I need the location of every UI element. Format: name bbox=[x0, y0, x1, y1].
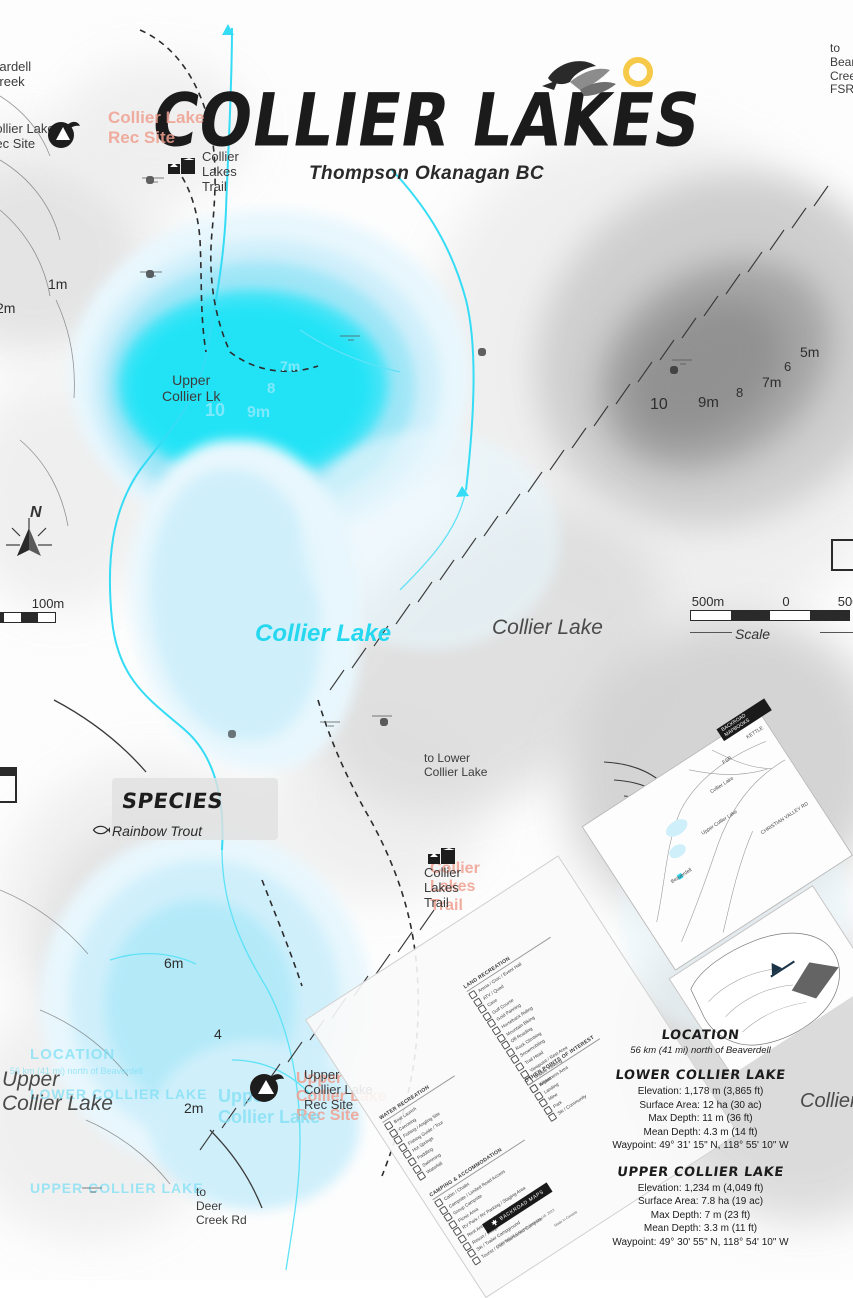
marker-icon[interactable] bbox=[146, 176, 154, 184]
info-location-text: 56 km (41 mi) north of Beaverdell bbox=[630, 1045, 771, 1056]
compass-north-label: N bbox=[30, 504, 42, 521]
scale-bar-left: 0m 100m bbox=[0, 596, 64, 623]
flow-arrow-icon bbox=[222, 24, 234, 35]
depth-label-gs-9m: 9m bbox=[698, 394, 719, 411]
depth-label-9m: 9m bbox=[247, 404, 271, 421]
info-lower-max-depth: Max Depth: 11 m (36 ft) bbox=[648, 1113, 753, 1124]
scale-tick-500m-right: 500m bbox=[837, 594, 853, 609]
scale-tick-100m: 100m bbox=[31, 596, 65, 611]
scale-label: Scale bbox=[735, 626, 771, 642]
ghost-info-upper-heading: UPPER COLLIER LAKE bbox=[30, 1180, 204, 1196]
inset-locator-map[interactable]: Collier Lake Upper Collier Lake Beaverde… bbox=[551, 697, 853, 1086]
info-lower-waypoint: Waypoint: 49° 31' 15" N, 118° 55' 10" W bbox=[612, 1140, 789, 1151]
scale-tick-0: 0 bbox=[782, 594, 790, 609]
info-upper-surface-area: Surface Area: 7.8 ha (19 ac) bbox=[637, 1196, 764, 1207]
depth-label-7m: 7m bbox=[280, 358, 301, 374]
depth-label-left-2m: 2m bbox=[0, 300, 16, 316]
info-lower-elevation: Elevation: 1,178 m (3,865 ft) bbox=[637, 1086, 764, 1097]
inset-province-vectors bbox=[669, 886, 853, 1080]
species-item-rainbow-trout: Rainbow Trout bbox=[112, 823, 203, 839]
depth-label-10: 10 bbox=[205, 400, 226, 420]
marker-icon[interactable] bbox=[228, 730, 236, 738]
label-collier-lake-dark: Collier Lake bbox=[492, 616, 603, 639]
depth-label-low-6m: 6m bbox=[164, 955, 184, 971]
ghost-info-lower-heading: LOWER COLLIER LAKE bbox=[30, 1086, 208, 1102]
depth-label-low-2m: 2m bbox=[184, 1100, 204, 1116]
label-upper-collier-lk: Upper Collier Lk bbox=[162, 372, 221, 405]
fish-icon bbox=[92, 825, 110, 835]
info-upper-waypoint: Waypoint: 49° 30' 55" N, 118° 54' 10" W bbox=[612, 1236, 789, 1248]
inset-detail-frame: Collier Lake Upper Collier Lake Beaverde… bbox=[581, 711, 853, 971]
scale-tick-500m-left: 500m bbox=[691, 594, 725, 609]
species-panel bbox=[112, 778, 278, 840]
info-upper-mean-depth: Mean Depth: 3.3 m (11 ft) bbox=[643, 1223, 758, 1234]
depth-label-gs-6: 6 bbox=[784, 359, 792, 374]
label-collier-lake-cyan: Collier Lake bbox=[255, 620, 392, 647]
ghost-info-location-heading: LOCATION bbox=[30, 1046, 116, 1063]
depth-label-gs-7m: 7m bbox=[762, 374, 782, 390]
marker-icon[interactable] bbox=[146, 270, 154, 278]
depth-label-gs-10: 10 bbox=[650, 396, 668, 413]
label-collier-lake-rec-site: Collier Lake Rec Site bbox=[0, 121, 55, 151]
brand-logo: BACKROAD MAPS bbox=[481, 1182, 553, 1234]
escarpment-hatching bbox=[329, 185, 829, 691]
depth-label-gs-8: 8 bbox=[736, 385, 744, 400]
marker-icon[interactable] bbox=[380, 718, 388, 726]
marker-icon[interactable] bbox=[670, 366, 678, 374]
label-collier-lake-right-clipped: Collier Lake bbox=[800, 1090, 853, 1112]
label-collier-lakes-trail-mid: Collier Lakes Trail bbox=[424, 865, 461, 910]
label-to-deer-creek-rd: to Deer Creek Rd bbox=[196, 1185, 247, 1227]
marker-icon[interactable] bbox=[478, 348, 486, 356]
inset-province-frame: BRITISH COLUMBIA bbox=[668, 885, 853, 1082]
compass-rose-icon bbox=[6, 518, 52, 556]
info-upper-elevation: Elevation: 1,234 m (4,049 ft) bbox=[637, 1182, 764, 1194]
label-cardell-creek: Cardell Creek bbox=[0, 59, 32, 89]
sun-icon bbox=[623, 57, 653, 87]
label-upper-collier-lake-dark: Upper Collier Lake bbox=[2, 1068, 113, 1116]
label-to-lower-collier-lake: to Lower Collier Lake bbox=[424, 751, 488, 779]
label-to-bear-creek-fsr: to Bear Creek FSR bbox=[830, 41, 853, 97]
depth-label-left-1m: 1m bbox=[48, 276, 68, 292]
fish-logo-icon bbox=[542, 61, 616, 96]
ghost-label-collier-lake-rec-site: Collier Lake Rec Site bbox=[108, 108, 205, 147]
flow-arrow-icon bbox=[456, 486, 469, 497]
scale-bar-right: 500m 0 500m bbox=[690, 594, 853, 621]
depth-label-8: 8 bbox=[267, 380, 276, 397]
inset-detail-vectors bbox=[582, 712, 852, 970]
info-upper-max-depth: Max Depth: 7 m (23 ft) bbox=[650, 1209, 751, 1221]
ghost-label-collier-lakes-trail: Collier Lakes Trail bbox=[430, 860, 480, 914]
info-lower-surface-area: Surface Area: 12 ha (30 ac) bbox=[639, 1099, 762, 1111]
depth-label-gs-5m: 5m bbox=[800, 344, 820, 360]
info-lower-mean-depth: Mean Depth: 4.3 m (14 ft) bbox=[643, 1126, 758, 1138]
info-panel: LOCATION 56 km (41 mi) north of Beaverde… bbox=[548, 1028, 853, 1248]
label-collier-lakes-trail-top: Collier Lakes Trail bbox=[202, 149, 239, 194]
depth-label-low-4: 4 bbox=[214, 1026, 222, 1042]
ghost-info-location-text: 56 km (41 mi) north of Beaverdell bbox=[10, 1066, 144, 1076]
maple-leaf-icon bbox=[491, 1219, 498, 1227]
legend-panel[interactable]: WATER RECREATION Boat Launch Canoeing Fi… bbox=[304, 855, 740, 1298]
